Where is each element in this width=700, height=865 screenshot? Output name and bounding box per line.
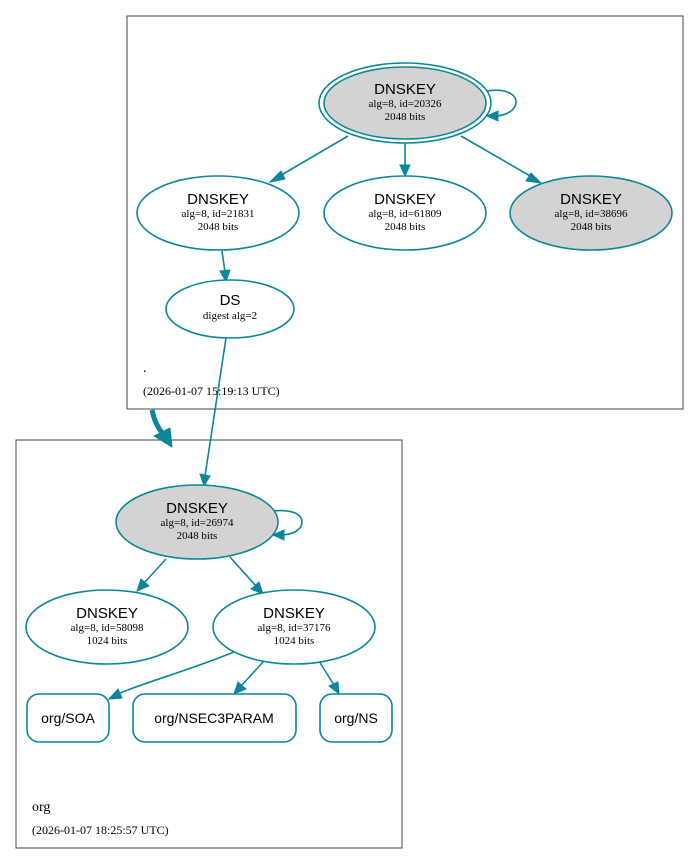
edge-org-zsk2-ns bbox=[318, 660, 335, 686]
delegation-arrow bbox=[149, 409, 165, 436]
org-ksk-size: 2048 bits bbox=[177, 530, 218, 542]
org-soa-box bbox=[26, 693, 110, 743]
root-zsk1-ellipse bbox=[136, 175, 300, 251]
org-zsk1-title: DNSKEY bbox=[76, 605, 138, 622]
org-ns-box bbox=[319, 693, 393, 743]
edge-root-ksk-self-head bbox=[485, 110, 499, 122]
edge-root-zsk1-ds bbox=[221, 250, 226, 273]
root-ksk-size: 2048 bits bbox=[385, 111, 426, 123]
edge-org-zsk2-soa-head bbox=[107, 688, 123, 700]
root-zsk3-detail: alg=8, id=38696 bbox=[555, 208, 628, 220]
root-zsk2-node[interactable]: DNSKEY alg=8, id=61809 2048 bits bbox=[323, 175, 487, 251]
edge-root-ksk-zsk3 bbox=[460, 135, 533, 178]
edge-root-ksk-zsk1-head bbox=[268, 170, 286, 183]
root-zsk2-detail: alg=8, id=61809 bbox=[369, 208, 442, 220]
edge-org-ksk-zsk1-head bbox=[136, 578, 150, 592]
root-zsk3-size: 2048 bits bbox=[571, 221, 612, 233]
edge-org-zsk2-nsec3param bbox=[240, 660, 265, 687]
org-zone-timestamp: (2026-01-07 18:25:57 UTC) bbox=[32, 823, 169, 837]
root-zone-timestamp: (2026-01-07 15:19:13 UTC) bbox=[143, 384, 280, 398]
org-nsec3param-record[interactable]: org/NSEC3PARAM bbox=[132, 693, 297, 743]
org-soa-label: org/SOA bbox=[41, 710, 95, 726]
root-ds-node[interactable]: DS digest alg=2 bbox=[165, 279, 295, 339]
edge-root-zsk1-ds-head bbox=[219, 269, 231, 284]
root-zsk1-node[interactable]: DNSKEY alg=8, id=21831 2048 bits bbox=[136, 175, 300, 251]
root-zsk1-detail: alg=8, id=21831 bbox=[182, 208, 255, 220]
org-zsk2-ellipse bbox=[212, 589, 376, 665]
edge-org-zsk2-ns-head bbox=[328, 681, 340, 696]
root-zsk3-title: DNSKEY bbox=[560, 191, 622, 208]
edge-org-zsk2-nsec3param-head bbox=[233, 681, 247, 695]
org-zsk2-size: 1024 bits bbox=[274, 635, 315, 647]
edge-org-ksk-zsk2 bbox=[229, 556, 257, 587]
org-zsk1-detail: alg=8, id=58098 bbox=[71, 622, 144, 634]
root-zsk2-title: DNSKEY bbox=[374, 191, 436, 208]
root-zsk1-size: 2048 bits bbox=[198, 221, 239, 233]
org-zsk2-detail: alg=8, id=37176 bbox=[258, 622, 331, 634]
root-zsk3-node[interactable]: DNSKEY alg=8, id=38696 2048 bits bbox=[509, 175, 673, 251]
org-ksk-node[interactable]: DNSKEY alg=8, id=26974 2048 bits bbox=[115, 484, 279, 560]
edge-root-ksk-self bbox=[486, 89, 517, 117]
root-zsk2-ellipse bbox=[323, 175, 487, 251]
org-zsk2-title: DNSKEY bbox=[263, 605, 325, 622]
org-zone-name: org bbox=[32, 800, 50, 815]
org-zsk1-ellipse bbox=[25, 589, 189, 665]
edge-root-ksk-zsk1 bbox=[277, 135, 349, 178]
edge-root-ksk-zsk2-head bbox=[399, 164, 411, 178]
delegation-arrowhead bbox=[152, 427, 173, 448]
org-ns-record[interactable]: org/NS bbox=[319, 693, 393, 743]
org-zsk1-node[interactable]: DNSKEY alg=8, id=58098 1024 bits bbox=[25, 589, 189, 665]
org-nsec3param-box bbox=[132, 693, 297, 743]
root-ksk-node[interactable]: DNSKEY alg=8, id=20326 2048 bits bbox=[318, 62, 492, 144]
edge-org-ksk-zsk1 bbox=[143, 558, 167, 584]
root-ksk-ellipse bbox=[323, 66, 487, 140]
edge-org-ksk-zsk2-head bbox=[250, 581, 264, 595]
root-ds-title: DS bbox=[220, 292, 241, 309]
root-ds-ellipse bbox=[165, 279, 295, 339]
org-zsk1-size: 1024 bits bbox=[87, 635, 128, 647]
root-ksk-detail: alg=8, id=20326 bbox=[369, 98, 442, 110]
root-zsk2-size: 2048 bits bbox=[385, 221, 426, 233]
edge-root-ksk-zsk3-head bbox=[525, 172, 543, 184]
edge-org-ksk-self-head bbox=[271, 529, 285, 541]
root-zsk1-title: DNSKEY bbox=[187, 191, 249, 208]
root-ksk-title: DNSKEY bbox=[374, 81, 436, 98]
org-ksk-detail: alg=8, id=26974 bbox=[161, 517, 234, 529]
org-ns-label: org/NS bbox=[334, 710, 378, 726]
root-zsk3-ellipse bbox=[509, 175, 673, 251]
root-ds-detail: digest alg=2 bbox=[203, 310, 257, 322]
org-ksk-title: DNSKEY bbox=[166, 500, 228, 517]
org-ksk-ellipse bbox=[115, 484, 279, 560]
edge-org-ksk-self bbox=[271, 509, 303, 536]
org-soa-record[interactable]: org/SOA bbox=[26, 693, 110, 743]
edge-ds-org-ksk bbox=[204, 337, 227, 477]
org-zsk2-node[interactable]: DNSKEY alg=8, id=37176 1024 bits bbox=[212, 589, 376, 665]
root-zone-name: . bbox=[143, 361, 147, 376]
edge-ds-org-ksk-head bbox=[199, 473, 211, 488]
org-nsec3param-label: org/NSEC3PARAM bbox=[154, 710, 274, 726]
edge-org-zsk2-soa bbox=[117, 651, 235, 695]
